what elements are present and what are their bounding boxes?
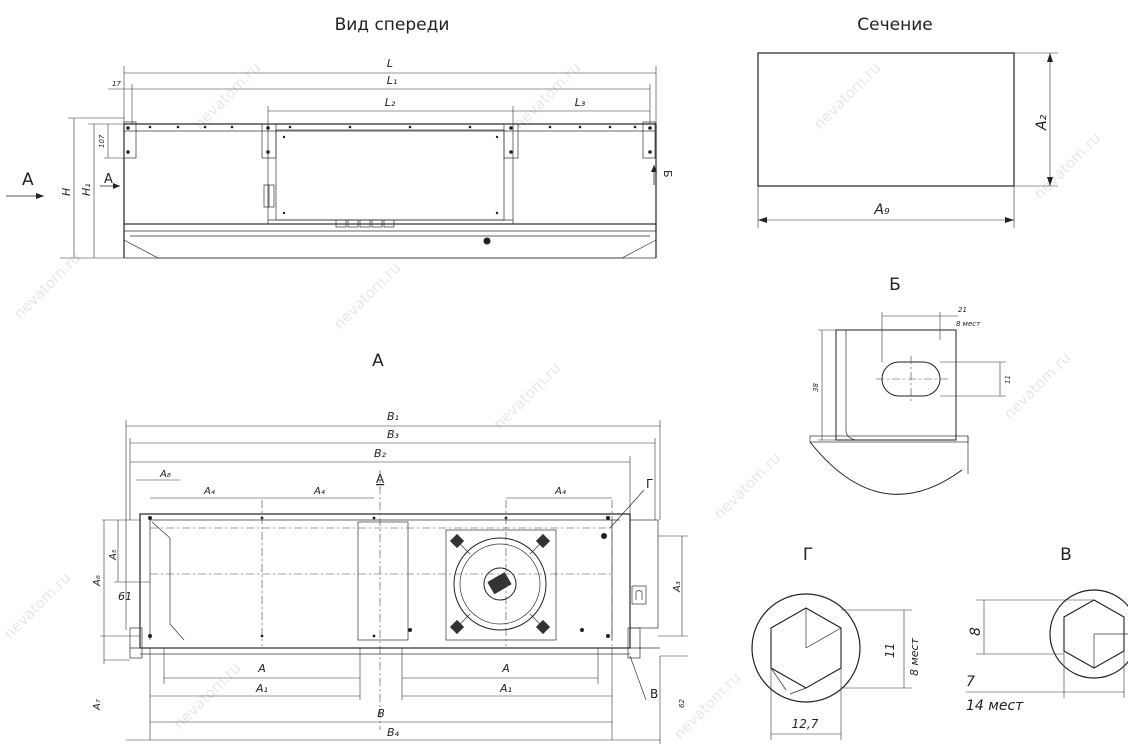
view-a-title: А [372, 351, 384, 371]
watermark: nevatom.ru [10, 249, 84, 323]
callout-G: Г [646, 477, 653, 491]
dim-A7: A₇ [92, 699, 103, 711]
dim-12-7: 12,7 [792, 717, 819, 731]
dim-107: 107 [98, 134, 106, 148]
section-title: Сечение [857, 15, 932, 35]
watermark: nevatom.ru [1000, 349, 1074, 423]
dim-B4: B₄ [387, 726, 400, 739]
callout-V: В [650, 687, 658, 701]
watermark: nevatom.ru [510, 59, 584, 133]
dim-A9: A₉ [873, 202, 890, 218]
section-arrow-b: Б [661, 170, 674, 178]
watermark: nevatom.ru [330, 259, 404, 333]
view-v: В 8 7 14 мест [966, 545, 1128, 714]
front-view: Вид спереди L L₁ 17 L₂ L₃ [6, 15, 674, 259]
dim-A6: A₆ [92, 575, 103, 587]
view-b-title: Б [889, 275, 901, 295]
front-view-title: Вид спереди [335, 15, 450, 35]
watermark: nevatom.ru [190, 59, 264, 133]
dim-62: 62 [678, 699, 686, 708]
dim-L1: L₁ [387, 74, 398, 87]
dim-38: 38 [812, 383, 820, 392]
dim-21: 21 [958, 306, 967, 314]
dim-A4-1: A₄ [203, 486, 215, 497]
dim-A8: A₈ [159, 469, 171, 480]
view-v-title: В [1060, 545, 1072, 565]
dim-A5: A₅ [108, 549, 119, 561]
dim-A2: A₂ [1034, 114, 1050, 131]
view-a: А B₁ B₃ B₂ A₈ A₄ A₄ A A₄ Г [92, 351, 688, 744]
dim-A3: A₃ [672, 581, 683, 593]
dim-7: 7 [966, 674, 975, 690]
dim-L2: L₂ [385, 96, 396, 109]
watermark: nevatom.ru [490, 359, 564, 433]
view-b: Б 21 8 мест 11 38 [809, 275, 1012, 495]
dim-8-mest-g: 8 мест [908, 637, 921, 676]
watermark: nevatom.ru [0, 569, 74, 643]
view-g-title: Г [803, 545, 813, 565]
label-A-underline: A [376, 472, 385, 486]
dim-8-mest: 8 мест [956, 320, 981, 328]
watermark: nevatom.ru [810, 59, 884, 133]
dim-A1-right: A₁ [499, 682, 512, 695]
dim-17: 17 [112, 80, 121, 88]
dim-A4-3: A₄ [554, 486, 566, 497]
dim-8-v: 8 [968, 627, 984, 636]
dim-L3: L₃ [575, 96, 586, 109]
dim-B1: B₁ [387, 410, 399, 423]
dim-B3: B₃ [387, 428, 400, 441]
dim-A4-2: A₄ [313, 486, 325, 497]
dim-A-left: A [257, 662, 266, 675]
dim-H1: H₁ [80, 183, 93, 196]
dim-B: B [377, 707, 385, 720]
dim-B2: B₂ [374, 447, 387, 460]
watermark: nevatom.ru [1030, 129, 1104, 203]
section-arrow-a: А [22, 170, 34, 190]
dim-L: L [387, 57, 393, 70]
section-arrow-a2: А [104, 172, 113, 187]
section-view: Сечение A₂ A₉ [757, 15, 1058, 228]
watermark: nevatom.ru [710, 449, 784, 523]
dim-11-b: 11 [1004, 375, 1012, 384]
dim-H: H [60, 188, 73, 196]
dim-61: 61 [118, 590, 132, 603]
dim-14-mest: 14 мест [966, 698, 1024, 714]
dim-A1-left: A₁ [255, 682, 268, 695]
view-g: Г 11 8 мест 12,7 [751, 545, 921, 740]
dim-A-right: A [501, 662, 510, 675]
dim-11-g: 11 [883, 643, 897, 658]
